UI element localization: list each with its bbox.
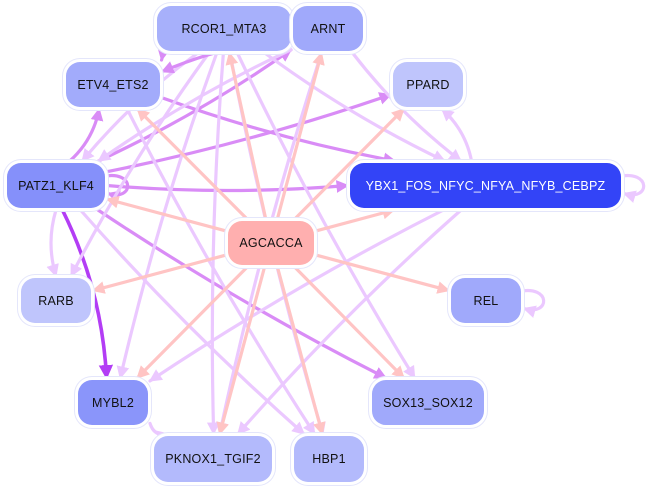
edge-arnt-to-patz1_klf4 xyxy=(96,48,293,163)
node-hbp1[interactable]: HBP1 xyxy=(294,436,364,482)
edge-patz1_klf4-to-ybx1_fos_nfyc_nfya_nfyb_cebpz xyxy=(105,180,350,193)
node-etv4-ets2[interactable]: ETV4_ETS2 xyxy=(66,62,160,107)
edge-agcacca-to-patz1_klf4 xyxy=(105,195,228,233)
edge-ybx1_fos_nfyc_nfya_nfyb_cebpz-to-ybx1_fos_nfyc_nfya_nfyb_cebpz xyxy=(617,173,646,203)
node-arnt[interactable]: ARNT xyxy=(293,6,363,51)
edge-rcor1_mta3-to-ybx1_fos_nfyc_nfya_nfyb_cebpz xyxy=(263,51,447,163)
edge-etv4_ets2-to-hbp1 xyxy=(125,107,317,436)
node-label: RARB xyxy=(38,293,74,308)
edge-agcacca-to-rel xyxy=(314,253,451,294)
edge-rcor1_mta3-to-pknox1_tgif2 xyxy=(206,51,225,436)
node-ybx1-fos-nfyc-nfya-nfyb-cebpz[interactable]: YBX1_FOS_NFYC_NFYA_NFYB_CEBPZ xyxy=(350,163,621,208)
node-label: YBX1_FOS_NFYC_NFYA_NFYB_CEBPZ xyxy=(365,178,606,193)
node-rarb[interactable]: RARB xyxy=(21,278,91,323)
node-ppard[interactable]: PPARD xyxy=(393,62,463,107)
edge-patz1_klf4-to-sox13_sox12 xyxy=(96,208,388,380)
edge-agcacca-to-mybl2 xyxy=(135,265,249,380)
edge-patz1_klf4-to-rarb xyxy=(46,208,59,278)
edge-mybl2-to-pknox1_tgif2 xyxy=(148,421,171,443)
edge-patz1_klf4-to-ppard xyxy=(105,92,393,174)
node-pknox1-tgif2[interactable]: PKNOX1_TGIF2 xyxy=(154,436,272,482)
node-label: PPARD xyxy=(406,77,450,92)
node-rel[interactable]: REL xyxy=(451,278,521,323)
edge-rcor1_mta3-to-rarb xyxy=(69,51,211,278)
node-label: PKNOX1_TGIF2 xyxy=(165,452,261,466)
edge-ybx1_fos_nfyc_nfya_nfyb_cebpz-to-ppard xyxy=(440,107,474,163)
node-label: RCOR1_MTA3 xyxy=(181,21,267,36)
node-sox13-sox12[interactable]: SOX13_SOX12 xyxy=(372,380,484,425)
node-rcor1-mta3[interactable]: RCOR1_MTA3 xyxy=(157,6,291,51)
node-patz1-klf4[interactable]: PATZ1_KLF4 xyxy=(7,163,105,208)
edge-rcor1_mta3-to-arnt xyxy=(285,16,299,31)
node-label: HBP1 xyxy=(312,452,346,466)
edge-agcacca-to-hbp1 xyxy=(275,265,326,436)
node-label: PATZ1_KLF4 xyxy=(18,178,94,193)
edge-agcacca-to-rcor1_mta3 xyxy=(225,51,268,221)
edge-patz1_klf4-to-etv4_ets2 xyxy=(68,107,104,163)
node-mybl2[interactable]: MYBL2 xyxy=(78,380,148,425)
node-label: MYBL2 xyxy=(92,395,134,410)
node-agcacca[interactable]: AGCACCA xyxy=(228,221,314,265)
edge-agcacca-to-etv4_ets2 xyxy=(135,107,249,221)
edge-agcacca-to-arnt xyxy=(275,51,325,221)
node-label: AGCACCA xyxy=(239,236,303,250)
node-label: REL xyxy=(473,293,499,308)
edge-agcacca-to-pknox1_tgif2 xyxy=(216,265,267,436)
edge-agcacca-to-ybx1_fos_nfyc_nfya_nfyb_cebpz xyxy=(314,206,396,233)
edge-ybx1_fos_nfyc_nfya_nfyb_cebpz-to-mybl2 xyxy=(148,208,446,383)
edge-agcacca-to-rarb xyxy=(91,253,228,294)
node-label: SOX13_SOX12 xyxy=(383,395,473,410)
node-label: ETV4_ETS2 xyxy=(77,77,149,92)
edge-rcor1_mta3-to-sox13_sox12 xyxy=(235,51,417,380)
node-label: ARNT xyxy=(310,21,346,36)
edge-agcacca-to-sox13_sox12 xyxy=(293,265,406,380)
edge-agcacca-to-ppard xyxy=(293,107,406,221)
edge-rel-to-rel xyxy=(517,288,546,318)
edge-rcor1_mta3-to-etv4_ets2 xyxy=(157,47,178,62)
